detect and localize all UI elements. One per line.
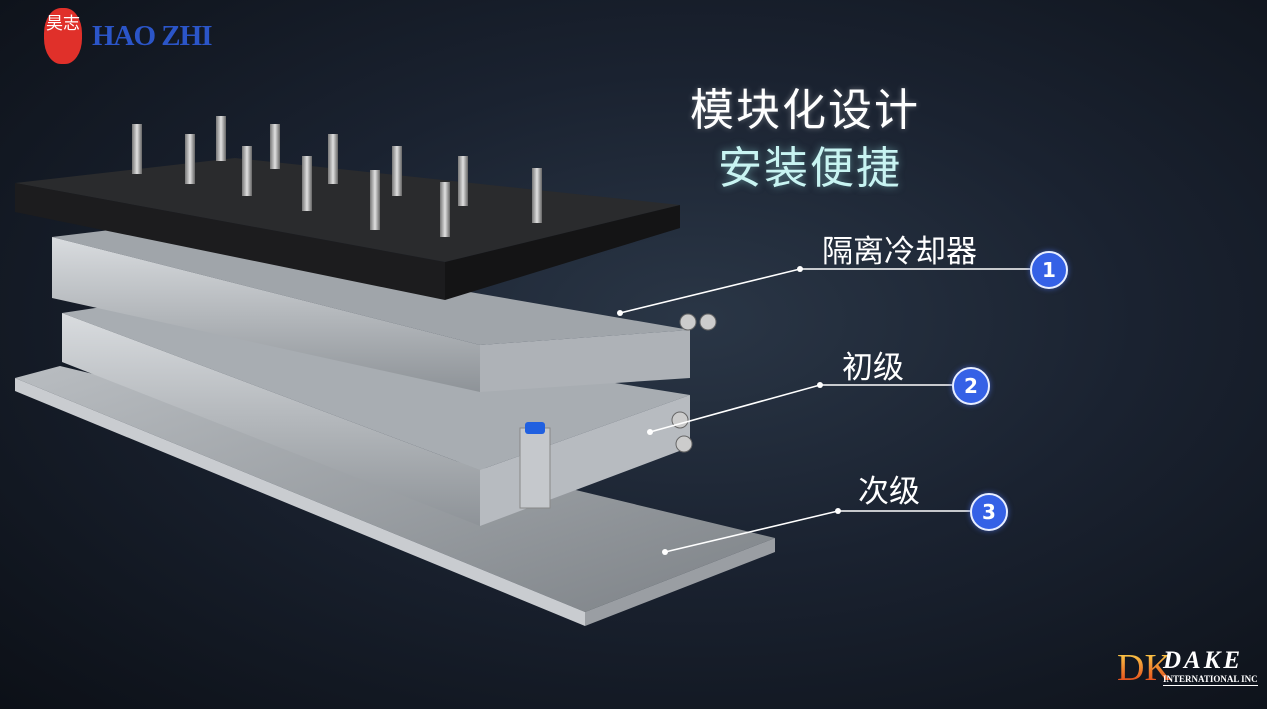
dake-logo-subtitle: INTERNATIONAL INC [1163,674,1258,686]
callout-label-primary: 初级 [842,350,904,386]
callout-label-secondary: 次级 [858,474,920,510]
haozhi-brand-logo: HAO ZHI [92,20,212,52]
callout-badge-3: 3 [970,493,1008,531]
isolation-cooler [52,230,717,392]
title-line-1: 模块化设计 [690,85,920,136]
screws [132,116,542,237]
callout-badge-2: 2 [952,367,990,405]
callout-badge-1: 1 [1030,251,1068,289]
dake-dk-logo: DK [1117,647,1172,689]
callout-label-cooler: 隔离冷却器 [822,234,977,270]
leader-line-dots [617,266,841,555]
dake-logo-name: DAKE [1163,647,1244,674]
primary-module [62,304,693,526]
seal-text: 昊志 [46,14,80,34]
mounting-plate [15,158,680,300]
title-line-2: 安装便捷 [718,143,902,194]
haozhi-seal-logo: 昊志 [44,8,82,64]
